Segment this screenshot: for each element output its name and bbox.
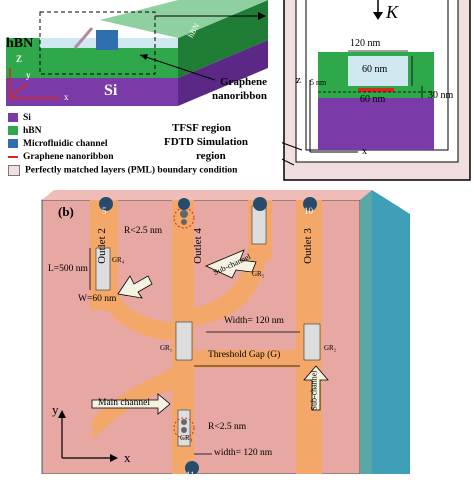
axis-x-label: x <box>64 92 69 102</box>
legend-item-hbn: hBN <box>8 126 41 136</box>
microfluidic-chip-drawing <box>41 190 410 474</box>
si-label: Si <box>104 82 118 99</box>
graphene-swatch <box>8 155 18 158</box>
sim-axis-z-label: z <box>296 74 301 86</box>
dim-120-label: 120 nm <box>350 38 381 49</box>
badge-bottom: 11 <box>186 470 195 480</box>
k-label: K <box>386 2 399 22</box>
gr2-label: GR₂ <box>324 344 337 352</box>
dim-30-label: 30 nm <box>428 90 454 101</box>
outlet3-label: Outlet 3 <box>301 228 314 264</box>
legend-label: Microfluidic channel <box>23 139 108 149</box>
axis-y-label: y <box>26 70 31 80</box>
axis-z-label: Z <box>16 54 23 64</box>
dim-60-top-label: 60 nm <box>362 64 388 75</box>
tfsf-label: TFSF region <box>172 122 231 134</box>
graphene-label-2: nanoribbon <box>212 90 268 102</box>
fdtd-label-1: FDTD Simulation <box>164 136 249 148</box>
legend-item-si: Si <box>8 113 31 123</box>
sim-axis-x-label: x <box>362 146 367 157</box>
legend-label: Si <box>23 113 31 123</box>
outlet2-label: Outlet 2 <box>95 228 108 264</box>
simulation-region-inset <box>282 0 471 181</box>
fdtd-label-2: region <box>196 150 226 162</box>
outlet4-label: Outlet 4 <box>191 228 204 264</box>
channel-swatch <box>8 139 18 149</box>
badge-outlet2: 5 <box>102 206 107 216</box>
legend-label: hBN <box>23 126 42 136</box>
panel-b-axis-y: y <box>52 402 59 417</box>
panel-a: hBN hBN Si Z y x Graphene nanoribbon Si … <box>0 0 474 185</box>
panel-b-tag: (b) <box>58 204 74 219</box>
dim-60-bottom-label: 60 nm <box>360 94 386 105</box>
r-top-label: R<2.5 nm <box>124 226 163 236</box>
l-label: L=500 nm <box>48 264 88 274</box>
legend-label: Perfectly matched layers (PML) boundary … <box>25 165 238 176</box>
gr3-label: GR₃ <box>180 434 193 442</box>
width-120-label: Width= 120 nm <box>224 316 284 326</box>
threshold-gap-label: Threshold Gap (G) <box>208 350 281 360</box>
gr5-label: GR₅ <box>252 270 265 278</box>
sub-channel-right-label: Sub-channel <box>309 370 319 411</box>
panel-b: (b) 5 10 11 Outlet 2 Outlet 4 Outlet 3 R… <box>0 190 474 480</box>
w-label: W=60 nm <box>78 294 117 304</box>
graphene-label-1: Graphene <box>220 76 268 88</box>
legend-label: Graphene nanoribbon <box>23 152 114 162</box>
legend-item-channel: Microfluidic channel <box>8 139 108 149</box>
pml-swatch <box>8 165 20 176</box>
panel-b-axis-x: x <box>124 450 131 465</box>
si-swatch <box>8 113 18 123</box>
gr4-label: GR₄ <box>112 256 125 264</box>
gr1-label: GR₁ <box>160 344 173 352</box>
dim-5-label: 5 nm <box>310 78 327 87</box>
hbn-swatch <box>8 126 18 136</box>
device-3d-drawing <box>6 0 268 106</box>
badge-outlet3: 10 <box>304 206 313 216</box>
r-bottom-label: R<2.5 nm <box>208 422 247 432</box>
legend-item-pml: Perfectly matched layers (PML) boundary … <box>8 165 237 176</box>
width-120-bottom-label: width= 120 nm <box>214 448 273 458</box>
main-channel-label: Main channel <box>98 398 150 408</box>
legend-item-graphene: Graphene nanoribbon <box>8 152 114 162</box>
hbn-label: hBN <box>6 36 34 51</box>
